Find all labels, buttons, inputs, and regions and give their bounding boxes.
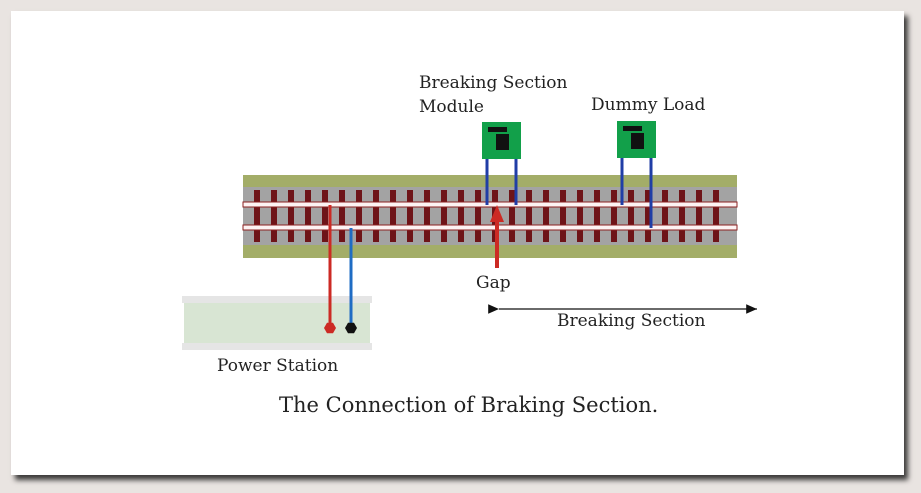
track-sleeper (526, 190, 532, 242)
power-station (182, 296, 372, 350)
gap-label: Gap (476, 273, 511, 293)
track-sleeper (645, 190, 651, 242)
track-sleeper (254, 190, 260, 242)
track-sleeper (696, 190, 702, 242)
power-station-label: Power Station (217, 356, 339, 376)
red-hexagon-terminal-icon (324, 322, 336, 334)
track (242, 175, 738, 258)
up-arrow-icon (490, 205, 504, 268)
breaking-section-label: Breaking Section (557, 311, 706, 331)
track-sleeper (679, 190, 685, 242)
track-sleeper (628, 190, 634, 242)
track-rail-bottom (242, 224, 738, 231)
track-sleeper (373, 190, 379, 242)
track-sleeper (594, 190, 600, 242)
diagram-caption: The Connection of Braking Section. (279, 393, 659, 417)
module-label-line1: Breaking Section (419, 73, 568, 93)
track-sleeper (424, 190, 430, 242)
track-sleeper (475, 190, 481, 242)
track-sleeper (611, 190, 617, 242)
track-sleeper (322, 190, 328, 242)
module-board-icon (482, 122, 521, 205)
track-sleeper (390, 190, 396, 242)
track-sleeper (577, 190, 583, 242)
track-sleeper (339, 190, 345, 242)
track-sleeper (305, 190, 311, 242)
dummy-load-board-icon (617, 121, 656, 228)
power-station-top-rail (182, 296, 372, 303)
track-sleeper (271, 190, 277, 242)
track-sleeper (458, 190, 464, 242)
track-sleeper (441, 190, 447, 242)
dummy-load-label: Dummy Load (591, 95, 706, 115)
track-sleeper (543, 190, 549, 242)
track-sleeper (560, 190, 566, 242)
track-sleeper (713, 190, 719, 242)
track-rail-top (242, 201, 738, 208)
track-sleeper (288, 190, 294, 242)
track-sleeper (662, 190, 668, 242)
black-hexagon-terminal-icon (345, 322, 357, 334)
track-sleeper (407, 190, 413, 242)
power-station-bottom-rail (182, 343, 372, 350)
track-sleeper (356, 190, 362, 242)
module-label-line2: Module (419, 97, 484, 117)
track-sleeper (509, 190, 515, 242)
power-station-body (184, 303, 370, 343)
